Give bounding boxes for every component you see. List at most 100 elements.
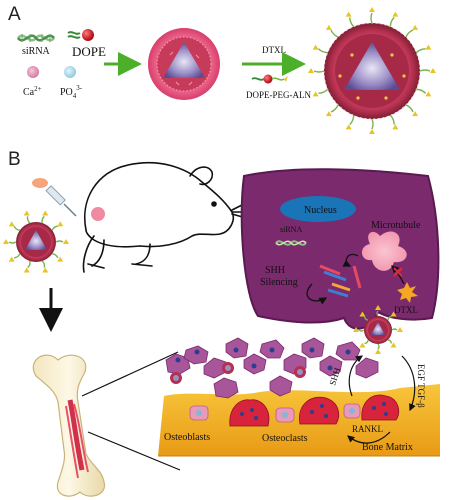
calcium-charge: 2+ bbox=[34, 85, 42, 93]
dope-legend-label: DOPE bbox=[72, 44, 106, 59]
aln-ligand bbox=[390, 311, 397, 317]
peg-chain bbox=[387, 339, 393, 344]
growth-factor-label: EGF TGF-β bbox=[416, 364, 426, 408]
osteoclasts-label: Osteoclasts bbox=[262, 433, 308, 444]
cell-dtxl-label: DTXL bbox=[394, 305, 418, 315]
peg-chain bbox=[26, 216, 31, 224]
microtubule-cluster bbox=[361, 231, 407, 271]
sirna-helix-icon bbox=[17, 34, 55, 42]
aln-ligand bbox=[3, 239, 9, 244]
aln-ligand bbox=[375, 305, 381, 310]
aln-ligand bbox=[325, 111, 332, 117]
tumor-cell-cluster bbox=[165, 337, 379, 399]
aln-ligand bbox=[390, 342, 397, 348]
phosphate-subscript: 4 bbox=[73, 92, 77, 100]
peg-chain bbox=[391, 328, 398, 331]
inhibition-cross-icon bbox=[393, 267, 403, 277]
aln-ligand bbox=[308, 68, 314, 73]
tumor-site bbox=[91, 207, 105, 221]
mouse-illustration bbox=[82, 161, 247, 273]
osteoclast-cells bbox=[229, 394, 400, 427]
cell-sirna-label: siRNA bbox=[280, 225, 302, 234]
peg-chain bbox=[349, 17, 355, 28]
aln-ligand bbox=[8, 256, 15, 262]
rankl-label: RANKL bbox=[352, 424, 383, 434]
dope-lipid-icon bbox=[67, 29, 94, 41]
calcium-ion-icon bbox=[27, 66, 39, 78]
peg-chain bbox=[358, 329, 365, 332]
aln-ligand bbox=[369, 129, 375, 134]
microtubule-label: Microtubule bbox=[371, 220, 421, 231]
peg-chain bbox=[313, 70, 325, 73]
aln-ligand bbox=[42, 210, 49, 216]
peg-chain bbox=[318, 88, 329, 94]
peg-chain bbox=[419, 69, 431, 72]
peg-chain bbox=[14, 253, 21, 259]
phosphate-ion-icon bbox=[64, 66, 76, 78]
aln-ligand bbox=[425, 91, 432, 97]
injected-nanoparticle bbox=[16, 222, 56, 262]
aln-ligand bbox=[430, 68, 436, 73]
aln-ligand bbox=[57, 221, 64, 227]
peg-chain bbox=[377, 343, 380, 350]
entering-nanoparticle bbox=[364, 316, 392, 344]
dope-peg-aln-label: DOPE-PEG-ALN bbox=[246, 90, 311, 100]
peg-chain bbox=[370, 12, 373, 24]
aln-ligand bbox=[397, 327, 403, 332]
peg-chain bbox=[55, 240, 64, 243]
sirna-legend-label: siRNA bbox=[22, 46, 51, 57]
peg-chain bbox=[41, 215, 45, 224]
aln-ligand bbox=[345, 124, 352, 130]
aln-ligand bbox=[412, 111, 419, 117]
calcium-legend-label: Ca2+ bbox=[23, 85, 42, 98]
aln-ligand bbox=[57, 256, 64, 262]
dtxl-reagent-label: DTXL bbox=[262, 45, 286, 55]
peg-chain bbox=[405, 104, 414, 113]
peg-chain bbox=[389, 16, 395, 27]
peg-chain bbox=[330, 104, 339, 113]
peg-chain bbox=[317, 48, 328, 54]
calcium-symbol: Ca bbox=[23, 87, 35, 98]
bone-matrix-label: Bone Matrix bbox=[362, 442, 413, 453]
osteoblasts-label: Osteoblasts bbox=[164, 432, 210, 443]
aln-ligand bbox=[8, 221, 15, 227]
peg-chain bbox=[41, 260, 46, 268]
peg-chain bbox=[349, 115, 355, 126]
aln-ligand bbox=[23, 267, 30, 273]
dtxl-to-microtubule-arrow bbox=[391, 265, 405, 285]
aln-ligand bbox=[312, 91, 319, 97]
panel-a-label: A bbox=[8, 4, 21, 25]
zoom-line-bottom bbox=[87, 431, 181, 471]
peg-chain bbox=[416, 88, 427, 94]
peg-chain bbox=[371, 118, 374, 130]
dope-peg-aln-icon bbox=[251, 74, 288, 84]
rankl-arrow bbox=[347, 431, 391, 444]
aln-ligand bbox=[345, 11, 352, 17]
phosphate-charge: 3- bbox=[76, 84, 83, 92]
final-nanoparticle bbox=[323, 22, 421, 120]
peg-chain bbox=[363, 316, 369, 321]
peg-chain bbox=[389, 114, 395, 125]
aln-ligand bbox=[359, 342, 366, 348]
aln-ligand bbox=[23, 210, 30, 216]
nucleus-shape bbox=[280, 196, 356, 222]
aln-ligand bbox=[369, 7, 375, 12]
aln-ligand bbox=[375, 349, 381, 354]
shh-arrow bbox=[348, 355, 363, 397]
panel-b-label: B bbox=[8, 149, 21, 170]
phosphate-legend-label: PO43- bbox=[60, 84, 83, 100]
aln-ligand bbox=[392, 124, 399, 130]
peg-chain bbox=[364, 339, 369, 345]
peg-aln-corona bbox=[3, 7, 436, 354]
peg-chain bbox=[27, 260, 31, 269]
growth-factor-arrow bbox=[401, 355, 416, 412]
aln-ligand bbox=[353, 327, 359, 332]
aln-ligand bbox=[412, 24, 419, 30]
aln-ligand bbox=[63, 239, 69, 244]
silencing-arrow bbox=[306, 283, 328, 305]
aln-ligand bbox=[312, 44, 319, 50]
shh-silencing-line1: SHH bbox=[265, 265, 285, 276]
aln-ligand bbox=[392, 11, 399, 17]
aln-ligand bbox=[359, 311, 366, 317]
